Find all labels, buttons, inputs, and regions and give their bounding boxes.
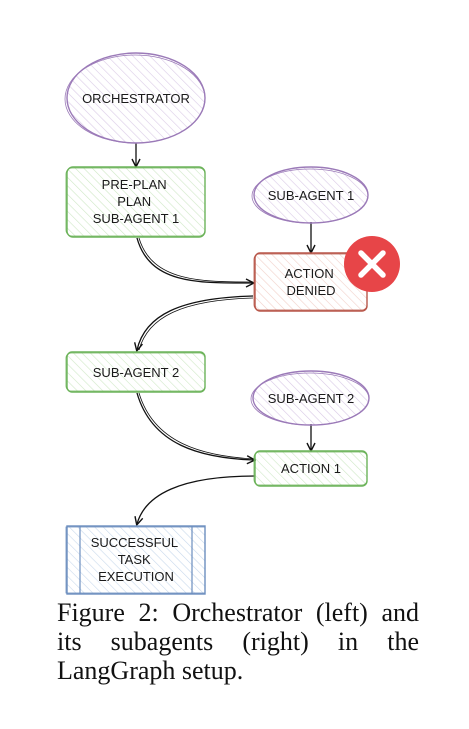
svg-text:SUB-AGENT 1: SUB-AGENT 1 (268, 188, 354, 203)
edge-action1-to-success (137, 475, 256, 524)
preplan-label-line-3: SUB-AGENT 1 (93, 211, 179, 226)
subagent1-role-node: SUB-AGENT 1 (251, 166, 369, 224)
edge-preplan-to-action-denied (136, 237, 253, 283)
edges (136, 143, 311, 524)
action1-node: ACTION 1 (253, 450, 368, 487)
edge-action-denied-to-subagent2 (137, 295, 254, 350)
svg-text:SUB-AGENT 2: SUB-AGENT 2 (93, 365, 179, 380)
svg-text:ACTION 1: ACTION 1 (281, 461, 341, 476)
success-node: SUCCESSFUL TASK EXECUTION (65, 525, 206, 595)
success-label-line-2: TASK (118, 552, 151, 567)
svg-text:PRE-PLAN PLAN SUB-: PRE-PLAN PLAN SUB-AGENT 1 (93, 177, 179, 226)
svg-text:ACTION DENIED: ACTION DENIED (285, 266, 338, 298)
orchestrator-label: ORCHESTRATOR (82, 91, 190, 106)
subagent2-node: SUB-AGENT 2 (65, 351, 206, 393)
subagent2-role-label: SUB-AGENT 2 (268, 391, 354, 406)
close-icon (344, 236, 400, 292)
success-label-line-3: EXECUTION (98, 569, 174, 584)
preplan-label-line-1: PRE-PLAN (102, 177, 167, 192)
subagent1-role-label: SUB-AGENT 1 (268, 188, 354, 203)
action1-label: ACTION 1 (281, 461, 341, 476)
diagram: ORCHESTRATOR PRE-PLAN PLAN SUB-AGENT 1 S… (64, 52, 400, 595)
edge-subagent2-to-action1 (136, 392, 254, 460)
edge-action-denied-to-subagent2-sketch (138, 297, 254, 351)
svg-text:ORCHESTRATOR: ORCHESTRATOR (82, 91, 190, 106)
figure-caption: Figure 2: Orchestrator (left) and its su… (57, 598, 419, 685)
subagent2-label: SUB-AGENT 2 (93, 365, 179, 380)
svg-text:SUB-AGENT 2: SUB-AGENT 2 (268, 391, 354, 406)
orchestrator-node: ORCHESTRATOR (64, 52, 206, 144)
success-label-line-1: SUCCESSFUL (91, 535, 178, 550)
edge-subagent2-to-action1-sketch (138, 392, 255, 460)
action-denied-label-line-1: ACTION (285, 266, 334, 281)
subagent2-role-node: SUB-AGENT 2 (250, 370, 370, 426)
edge-preplan-to-action-denied-sketch (138, 237, 254, 283)
preplan-label-line-2: PLAN (117, 194, 151, 209)
svg-text:SUCCESSFUL TASK EX: SUCCESSFUL TASK EXECUTION (91, 535, 182, 584)
preplan-node: PRE-PLAN PLAN SUB-AGENT 1 (65, 166, 206, 238)
action-denied-label-line-2: DENIED (286, 283, 335, 298)
